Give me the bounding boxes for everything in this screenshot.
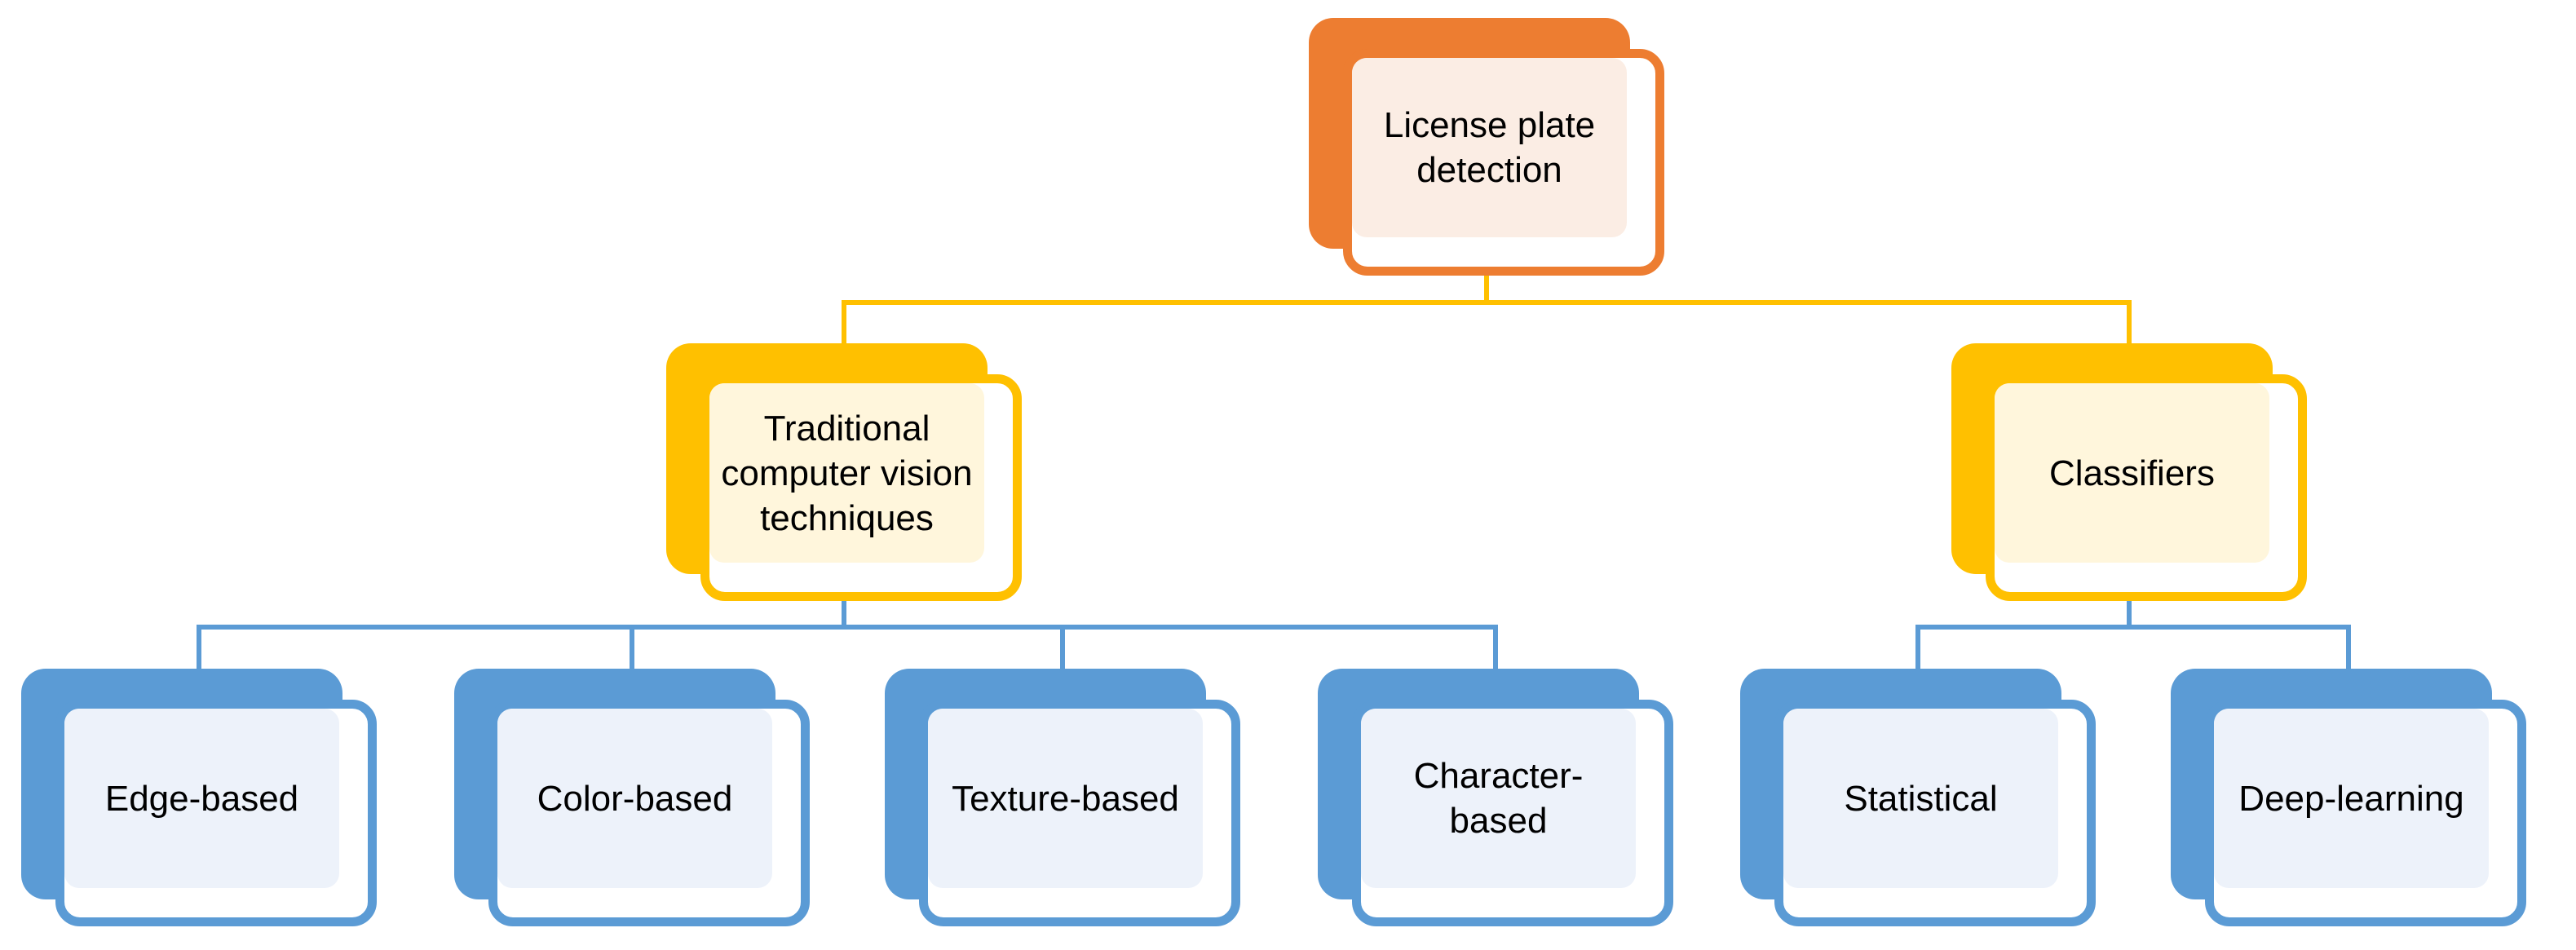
node-label: Deep-learning — [2238, 778, 2464, 819]
node-label: License plate detection — [1383, 105, 1596, 190]
connector-drop-edge-based — [197, 625, 201, 674]
card-tint-layer: Character-based — [1361, 709, 1636, 888]
node-color-based: Color-based — [454, 669, 810, 930]
card-tint-layer: Traditional computer vision techniques — [709, 383, 984, 563]
node-label: Statistical — [1844, 778, 1998, 819]
connector-traditional-rail — [197, 625, 1498, 630]
node-character-based: Character-based — [1318, 669, 1673, 930]
card-front-layer: Color-based — [488, 700, 810, 926]
node-license-plate-detection: License plate detection — [1309, 18, 1664, 280]
connector-traditional-trunk — [842, 594, 846, 630]
card-front-layer: Texture-based — [919, 700, 1240, 926]
connector-drop-character-based — [1493, 625, 1498, 674]
node-classifiers: Classifiers — [1951, 343, 2307, 605]
card-front-layer: Deep-learning — [2205, 700, 2526, 926]
card-tint-layer: Deep-learning — [2214, 709, 2489, 888]
node-traditional-computer-vision: Traditional computer vision techniques — [666, 343, 1022, 605]
node-label: Classifiers — [2049, 453, 2215, 493]
card-tint-layer: License plate detection — [1352, 58, 1627, 237]
node-label: Traditional computer vision techniques — [721, 408, 973, 538]
card-front-layer: Classifiers — [1986, 374, 2307, 601]
node-edge-based: Edge-based — [21, 669, 377, 930]
card-front-layer: Traditional computer vision techniques — [700, 374, 1022, 601]
card-tint-layer: Classifiers — [1995, 383, 2269, 563]
node-deep-learning: Deep-learning — [2171, 669, 2526, 930]
card-tint-layer: Texture-based — [928, 709, 1203, 888]
card-front-layer: Character-based — [1352, 700, 1673, 926]
connector-classifiers-rail — [1915, 625, 2351, 630]
node-label: Texture-based — [952, 778, 1179, 819]
node-label: Character-based — [1413, 756, 1584, 841]
connector-classifiers-trunk — [2127, 594, 2132, 630]
node-label: Edge-based — [104, 778, 299, 819]
card-tint-layer: Statistical — [1783, 709, 2058, 888]
connector-level2-rail — [842, 300, 2132, 305]
card-tint-layer: Color-based — [497, 709, 772, 888]
connector-drop-classifiers — [2127, 300, 2132, 349]
connector-drop-texture-based — [1060, 625, 1065, 674]
card-tint-layer: Edge-based — [64, 709, 339, 888]
connector-drop-color-based — [630, 625, 634, 674]
connector-root-trunk — [1484, 261, 1489, 305]
card-front-layer: Edge-based — [55, 700, 377, 926]
card-front-layer: Statistical — [1774, 700, 2096, 926]
connector-drop-deep-learning — [2346, 625, 2351, 674]
connector-drop-traditional — [842, 300, 846, 349]
node-texture-based: Texture-based — [885, 669, 1240, 930]
node-label: Color-based — [537, 778, 733, 819]
node-statistical: Statistical — [1740, 669, 2096, 930]
card-front-layer: License plate detection — [1343, 49, 1664, 276]
connector-drop-statistical — [1915, 625, 1920, 674]
